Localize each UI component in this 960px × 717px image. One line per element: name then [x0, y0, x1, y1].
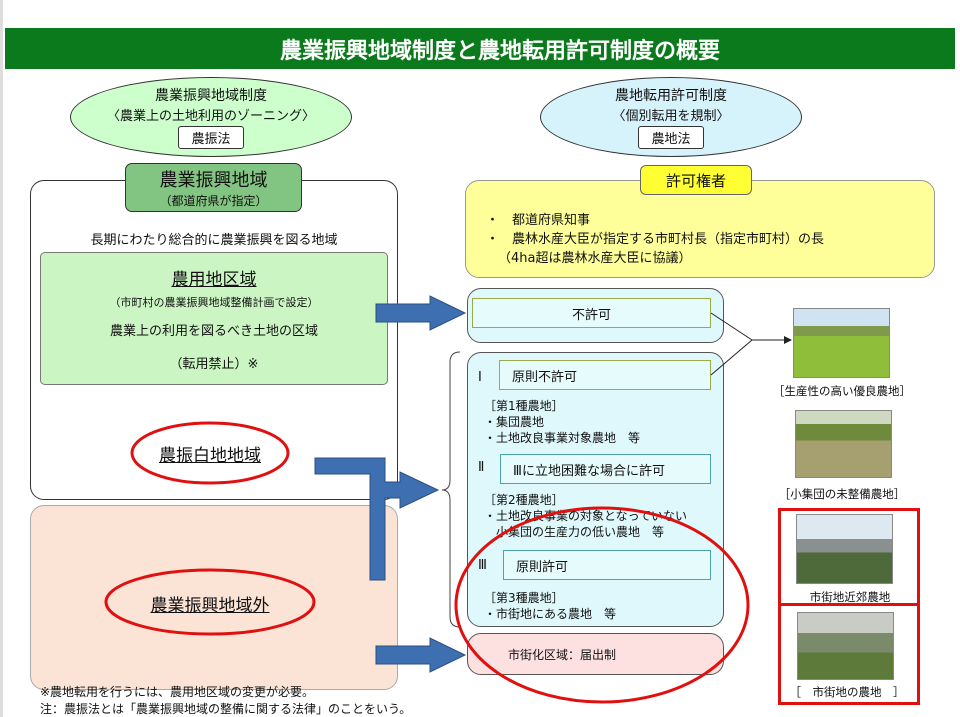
right-system-title: 農地転用許可制度 [615, 88, 727, 104]
highlight-box [778, 603, 920, 705]
highlight-ellipse-outside [104, 568, 316, 636]
class-2-item: 小集団の生産力の低い農地 等 [484, 525, 665, 539]
highlight-ellipse-shiroji [130, 421, 290, 485]
promotion-area-title: 農業振興地域 [159, 170, 268, 191]
authority-box: ・ 都道府県知事 ・ 農林水産大臣が指定する市町村長（指定市町村）の長 （4ha… [465, 180, 935, 278]
photo-prime-farmland [793, 308, 890, 378]
right-system-ellipse: 農地転用許可制度 〈個別転用を規制〉 農地法 [540, 77, 802, 157]
photo-caption: ［小集団の未整備農地］ [778, 487, 906, 501]
nouyouchi-note: （転用禁止）※ [169, 357, 259, 372]
left-system-ellipse: 農業振興地域制度 〈農業上の土地利用のゾーニング〉 農振法 [70, 77, 352, 157]
promotion-area-desc: 長期にわたり総合的に農業振興を図る地域 [90, 233, 338, 248]
arrow-to-urban [375, 637, 467, 673]
class-1-detail: ［第1種農地］ ・集団農地 ・土地改良事業対象農地 等 [484, 398, 640, 446]
class-1-label: 原則不許可 [499, 360, 711, 390]
class-1-num: Ⅰ [478, 370, 482, 385]
nouyouchi-sub: （市町村の農業振興地域整備計画で設定） [109, 296, 319, 309]
right-system-subtitle: 〈個別転用を規制〉 [612, 109, 730, 124]
outside-label: 農業振興地域外 [150, 595, 270, 616]
photo-caption: ［ 市街地の農地 ］ [789, 685, 905, 699]
classes-box [467, 352, 724, 627]
class-3-type: ［第3種農地］ [484, 591, 564, 605]
photo-suburban-farmland [796, 514, 893, 584]
arrow-head-icon [784, 336, 792, 344]
shiroji-label: 農振白地地域 [159, 445, 261, 466]
class-2-num: Ⅱ [478, 460, 485, 475]
arrow-to-fukyoka [375, 295, 467, 331]
authority-item: ・ 農林水産大臣が指定する市町村長（指定市町村）の長 [486, 232, 825, 247]
left-system-subtitle: 〈農業上の土地利用のゾーニング〉 [106, 109, 315, 124]
nouyouchi-title: 農用地区域 [171, 270, 257, 290]
urban-area-box: 市街化区域：届出制 [467, 633, 724, 675]
class-3-num: Ⅲ [478, 558, 487, 573]
class-2-label: Ⅲに立地困難な場合に許可 [500, 454, 711, 484]
class-3-detail: ［第3種農地］ ・市街地にある農地 等 [484, 590, 616, 622]
photo-urban-farmland [797, 612, 894, 680]
class-3-label: 原則許可 [503, 550, 711, 580]
class-2-type: ［第2種農地］ [484, 493, 564, 507]
brace [441, 351, 461, 628]
page-edge [0, 0, 3, 717]
authority-item: ・ 都道府県知事 [486, 213, 591, 228]
authority-label: 許可権者 [640, 165, 752, 195]
class-1-item: ・土地改良事業対象農地 等 [484, 431, 641, 445]
promotion-area-sub: （都道府県が指定） [159, 194, 268, 208]
class-1-item: ・集団農地 [484, 415, 545, 429]
nouyouchi-desc: 農業上の利用を図るべき土地の区域 [109, 324, 318, 339]
footnote-2: 注：農振法とは「農業振興地域の整備に関する法律」のことをいう。 [40, 702, 412, 716]
nouyouchi-box: 農用地区域 （市町村の農業振興地域整備計画で設定） 農業上の利用を図るべき土地の… [40, 252, 388, 385]
photo-small-farmland [795, 410, 892, 478]
authority-item: （4ha超は農林水産大臣に協議） [498, 251, 692, 266]
left-system-title: 農業振興地域制度 [155, 88, 267, 104]
footnote-1: ※農地転用を行うには、農用地区域の変更が必要。 [40, 685, 315, 699]
class-1-type: ［第1種農地］ [484, 399, 564, 413]
class-3-item: ・市街地にある農地 等 [484, 607, 617, 621]
photo-caption: ［生産性の高い優良農地］ [773, 384, 911, 398]
highlight-ellipse-urban [454, 506, 750, 704]
promotion-area-label: 農業振興地域 （都道府県が指定） [125, 163, 302, 212]
outside-area-box [30, 505, 398, 690]
left-system-law: 農振法 [178, 126, 244, 149]
right-system-law: 農地法 [638, 126, 704, 149]
photo-caption: 市街地近郊農地 [809, 590, 891, 604]
page-title: 農業振興地域制度と農地転用許可制度の概要 [5, 28, 955, 69]
arrow-to-classes [314, 457, 440, 581]
fukyoka-label: 不許可 [472, 298, 711, 328]
